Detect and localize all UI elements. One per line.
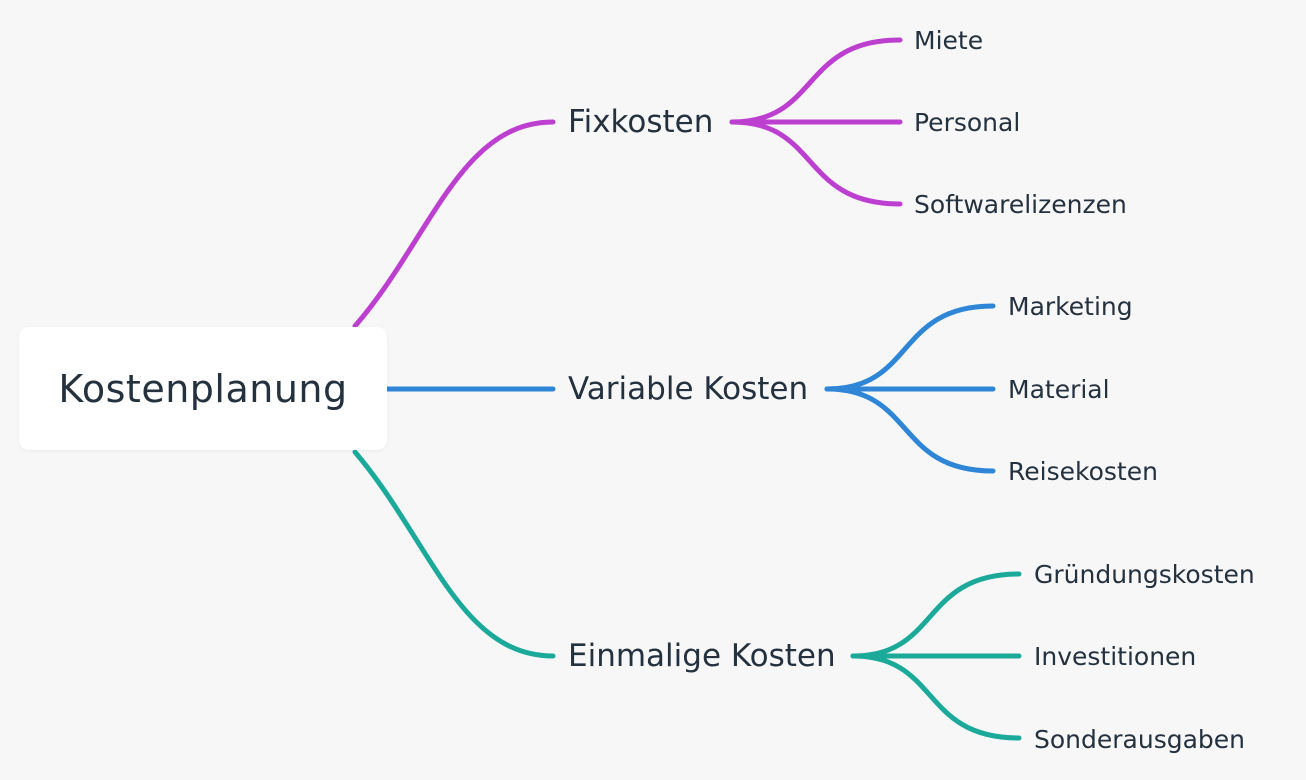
leaf-node-softwarelizenzen[interactable]: Softwarelizenzen — [914, 190, 1127, 219]
connector-variable-kosten-reisekosten — [824, 386, 996, 474]
branch-node-fixkosten[interactable]: Fixkosten — [568, 104, 714, 140]
connector-fixkosten-miete — [729, 37, 903, 125]
leaf-node-investitionen[interactable]: Investitionen — [1034, 642, 1197, 671]
root-node-label: Kostenplanung — [58, 366, 348, 411]
connector-root-einmalige-kosten — [352, 449, 556, 659]
leaf-node-gruendungskosten[interactable]: Gründungskosten — [1034, 560, 1255, 589]
connector-variable-kosten-marketing — [824, 303, 996, 392]
leaf-node-sonderausgaben[interactable]: Sonderausgaben — [1034, 725, 1246, 754]
branch-node-einmalige-kosten[interactable]: Einmalige Kosten — [568, 638, 836, 674]
leaf-node-personal[interactable]: Personal — [914, 108, 1021, 137]
leaf-node-material[interactable]: Material — [1008, 375, 1110, 404]
leaf-node-miete[interactable]: Miete — [914, 26, 984, 55]
leaf-node-reisekosten[interactable]: Reisekosten — [1008, 457, 1158, 486]
connector-einmalige-kosten-sonderausgaben — [850, 653, 1022, 741]
root-node[interactable]: Kostenplanung — [19, 327, 387, 450]
connector-fixkosten-softwarelizenzen — [729, 119, 903, 207]
connector-root-fixkosten — [352, 119, 556, 329]
connector-einmalige-kosten-gruendungskosten — [850, 571, 1022, 659]
branch-node-variable-kosten[interactable]: Variable Kosten — [568, 371, 809, 407]
leaf-node-marketing[interactable]: Marketing — [1008, 292, 1133, 321]
